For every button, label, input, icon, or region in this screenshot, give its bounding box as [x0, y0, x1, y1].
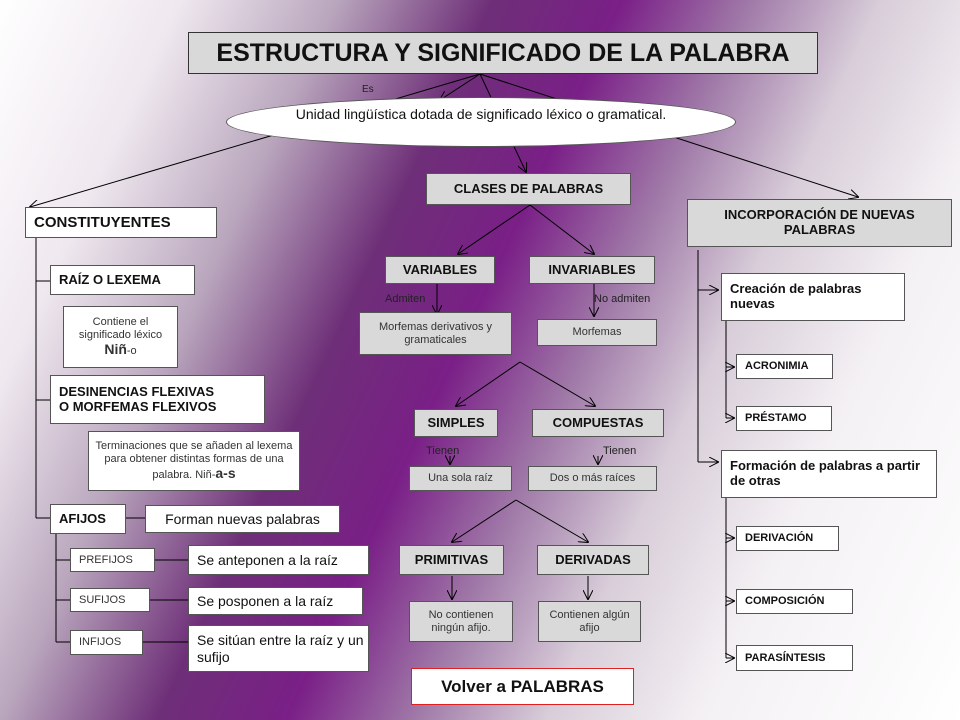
- desinencias-box: DESINENCIAS FLEXIVAS O MORFEMAS FLEXIVOS: [50, 375, 265, 424]
- constituyentes-heading: CONSTITUYENTES: [25, 207, 217, 238]
- volver-palabras-button[interactable]: Volver a PALABRAS: [411, 668, 634, 705]
- morfemas-box: Morfemas: [537, 319, 657, 346]
- derivacion-label: DERIVACIÓN: [745, 532, 814, 545]
- volver-palabras-label: Volver a PALABRAS: [441, 676, 604, 696]
- desinencias-title-line1: DESINENCIAS FLEXIVAS: [59, 383, 215, 399]
- no-afijo-label: No contienen ningún afijo.: [428, 608, 494, 634]
- prefijos-box: PREFIJOS: [70, 548, 155, 572]
- acronimia-label: ACRONIMIA: [745, 360, 809, 373]
- variables-label: VARIABLES: [402, 261, 478, 277]
- incorporacion-heading: INCORPORACIÓN DE NUEVAS PALABRAS: [687, 199, 952, 247]
- page-title-text: ESTRUCTURA Y SIGNIFICADO DE LA PALABRA: [216, 38, 790, 67]
- infijos-desc: Se sitúan entre la raíz y un sufijo: [197, 632, 364, 665]
- tienen-label-2: Tienen: [603, 445, 637, 457]
- sufijos-box: SUFIJOS: [70, 588, 150, 612]
- afijos-desc-box: Forman nuevas palabras: [145, 505, 340, 533]
- compuestas-label: COMPUESTAS: [552, 414, 644, 430]
- dos-raices-label: Dos o más raíces: [549, 472, 636, 485]
- afijos-desc: Forman nuevas palabras: [165, 510, 320, 527]
- page-title: ESTRUCTURA Y SIGNIFICADO DE LA PALABRA: [188, 32, 818, 74]
- clases-heading-label: CLASES DE PALABRAS: [453, 180, 604, 196]
- no-admiten-label: No admiten: [594, 293, 651, 305]
- raiz-title: RAÍZ O LEXEMA: [59, 271, 161, 287]
- infijos-label: INFIJOS: [79, 636, 122, 649]
- parasintesis-box: PARASÍNTESIS: [736, 645, 853, 671]
- una-raiz-label: Una sola raíz: [428, 472, 493, 485]
- formacion-box: Formación de palabras a partir de otras: [721, 450, 937, 498]
- sufijos-desc-box: Se posponen a la raíz: [188, 587, 363, 615]
- morfemas-deriv-label: Morfemas derivativos y gramaticales: [378, 320, 493, 346]
- invariables-label: INVARIABLES: [548, 261, 636, 277]
- primitivas-label: PRIMITIVAS: [414, 551, 489, 567]
- definition-text: Unidad lingüística dotada de significado…: [295, 106, 667, 122]
- parasintesis-label: PARASÍNTESIS: [745, 651, 826, 664]
- desinencias-desc-box: Terminaciones que se añaden al lexema pa…: [88, 431, 300, 491]
- raiz-box: RAÍZ O LEXEMA: [50, 265, 195, 295]
- derivacion-box: DERIVACIÓN: [736, 526, 839, 551]
- admiten-label: Admiten: [385, 293, 426, 305]
- prefijos-desc-box: Se anteponen a la raíz: [188, 545, 369, 575]
- no-afijo-box: No contienen ningún afijo.: [409, 601, 513, 642]
- raiz-desc-box: Contiene el significado léxico Niñ-o: [63, 306, 178, 368]
- algun-afijo-label: Contienen algún afijo: [549, 608, 630, 634]
- morfemas-deriv-box: Morfemas derivativos y gramaticales: [359, 312, 512, 355]
- compuestas-box: COMPUESTAS: [532, 409, 664, 437]
- composicion-label: COMPOSICIÓN: [745, 595, 825, 608]
- infijos-box: INFIJOS: [70, 630, 143, 655]
- derivadas-box: DERIVADAS: [537, 545, 649, 575]
- prestamo-label: PRÉSTAMO: [745, 412, 807, 425]
- derivadas-label: DERIVADAS: [555, 551, 631, 567]
- clases-heading: CLASES DE PALABRAS: [426, 173, 631, 205]
- desinencias-example-suffix: a-s: [215, 465, 236, 482]
- afijos-box: AFIJOS: [50, 504, 126, 534]
- infijos-desc-box: Se sitúan entre la raíz y un sufijo: [188, 625, 369, 672]
- sufijos-label: SUFIJOS: [79, 593, 126, 606]
- raiz-example: Niñ-o: [104, 341, 136, 358]
- prefijos-desc: Se anteponen a la raíz: [197, 551, 338, 568]
- prefijos-label: PREFIJOS: [79, 553, 133, 566]
- creacion-label: Creación de palabras nuevas: [730, 281, 862, 311]
- sufijos-desc: Se posponen a la raíz: [197, 592, 334, 609]
- primitivas-box: PRIMITIVAS: [399, 545, 504, 575]
- definition-ellipse: Unidad lingüística dotada de significado…: [226, 97, 736, 147]
- tienen-label-1: Tienen: [426, 445, 460, 457]
- desinencias-title-line2: O MORFEMAS FLEXIVOS: [59, 398, 217, 414]
- una-raiz-box: Una sola raíz: [409, 466, 512, 491]
- formacion-label: Formación de palabras a partir de otras: [730, 458, 921, 488]
- constituyentes-label: CONSTITUYENTES: [34, 213, 171, 231]
- morfemas-label: Morfemas: [572, 326, 622, 339]
- creacion-box: Creación de palabras nuevas: [721, 273, 905, 321]
- algun-afijo-box: Contienen algún afijo: [538, 601, 641, 642]
- raiz-desc: Contiene el significado léxico: [78, 316, 163, 341]
- composicion-box: COMPOSICIÓN: [736, 589, 853, 614]
- acronimia-box: ACRONIMIA: [736, 354, 833, 379]
- incorporacion-heading-label: INCORPORACIÓN DE NUEVAS PALABRAS: [724, 207, 915, 237]
- desinencias-desc: Terminaciones que se añaden al lexema pa…: [95, 440, 293, 482]
- simples-box: SIMPLES: [414, 409, 498, 437]
- raiz-example-suffix: -o: [126, 345, 137, 358]
- es-label: Es: [362, 84, 374, 95]
- simples-label: SIMPLES: [427, 414, 485, 430]
- prestamo-box: PRÉSTAMO: [736, 406, 832, 431]
- dos-raices-box: Dos o más raíces: [528, 466, 657, 491]
- variables-box: VARIABLES: [385, 256, 495, 284]
- raiz-example-root: Niñ: [104, 341, 127, 358]
- invariables-box: INVARIABLES: [529, 256, 655, 284]
- desinencias-desc-text: Terminaciones que se añaden al lexema pa…: [94, 440, 294, 482]
- afijos-title: AFIJOS: [59, 510, 106, 526]
